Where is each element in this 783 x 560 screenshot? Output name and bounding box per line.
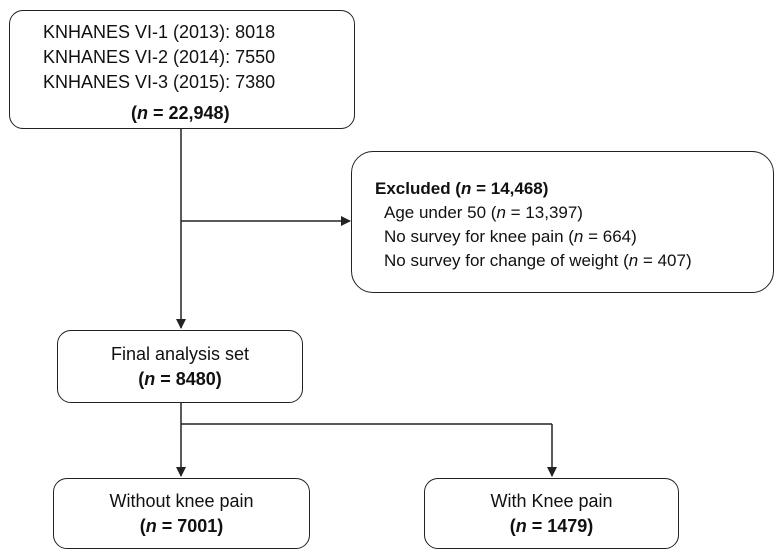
excluded-title: Excluded (n = 14,468) <box>375 179 549 198</box>
without-knee-pain-count: (n = 7001) <box>139 516 224 536</box>
source-total: (n = 22,948) <box>131 103 230 123</box>
final-analysis-label: Final analysis set <box>110 344 250 364</box>
source-line-2013: KNHANES VI-1 (2013): 8018 <box>43 22 276 42</box>
final-analysis-count: (n = 8480) <box>138 369 222 389</box>
excluded-item-weight: No survey for change of weight (n = 407) <box>384 251 692 270</box>
final-analysis-box: Final analysis set (n = 8480) <box>57 330 303 403</box>
source-line-2014: KNHANES VI-2 (2014): 7550 <box>43 47 276 67</box>
with-knee-pain-box: With Knee pain (n = 1479) <box>424 478 679 549</box>
source-box: KNHANES VI-1 (2013): 8018 KNHANES VI-2 (… <box>9 10 355 129</box>
excluded-box: Excluded (n = 14,468) Age under 50 (n = … <box>351 151 774 293</box>
without-knee-pain-box: Without knee pain (n = 7001) <box>53 478 310 549</box>
with-knee-pain-label: With Knee pain <box>490 491 613 511</box>
source-line-2015: KNHANES VI-3 (2015): 7380 <box>43 72 276 92</box>
excluded-item-age: Age under 50 (n = 13,397) <box>384 203 583 222</box>
with-knee-pain-count: (n = 1479) <box>509 516 594 536</box>
without-knee-pain-label: Without knee pain <box>109 491 254 511</box>
excluded-item-knee-pain: No survey for knee pain (n = 664) <box>384 227 637 246</box>
